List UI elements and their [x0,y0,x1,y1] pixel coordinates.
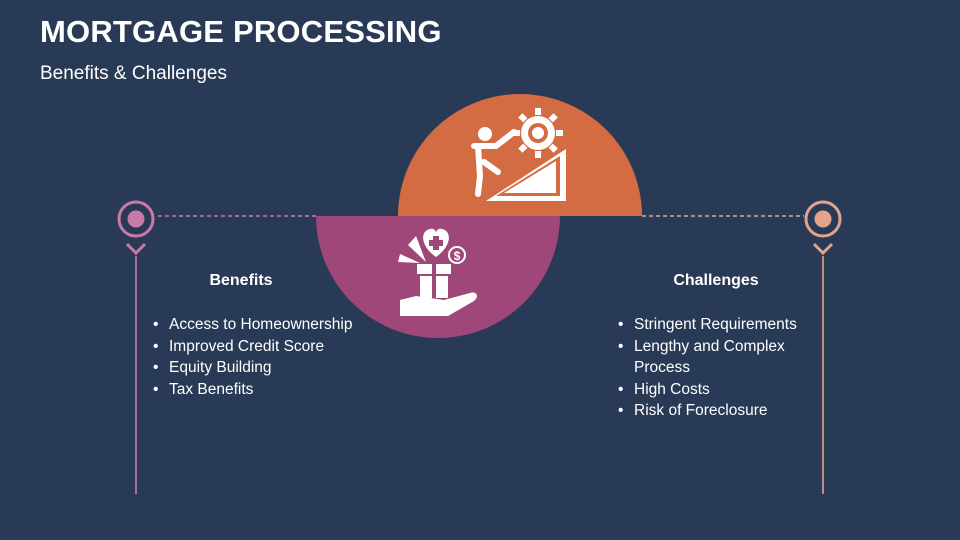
right-location-pin-icon [804,200,842,256]
benefits-item: Equity Building [153,357,403,379]
benefits-heading: Benefits [209,272,273,289]
hand-holding-gift-icon: $ [398,228,477,316]
challenges-item: Risk of Foreclosure [618,400,833,422]
slide-title: MORTGAGE PROCESSING [40,14,442,49]
benefits-item: Tax Benefits [153,379,403,401]
left-location-pin-icon [117,200,155,256]
benefits-item: Access to Homeownership [153,314,403,336]
benefits-list: Access to Homeownership Improved Credit … [153,314,403,400]
challenges-item: Stringent Requirements [618,314,833,336]
challenges-semicircle [398,94,642,216]
challenges-list: Stringent Requirements Lengthy and Compl… [618,314,833,422]
svg-text:$: $ [454,249,461,263]
benefits-item: Improved Credit Score [153,336,403,358]
challenges-item: High Costs [618,379,833,401]
challenges-heading: Challenges [673,272,759,289]
challenges-item: Lengthy and Complex Process [618,336,833,379]
slide-subtitle: Benefits & Challenges [40,63,227,84]
person-climbing-gear-icon [471,108,566,201]
